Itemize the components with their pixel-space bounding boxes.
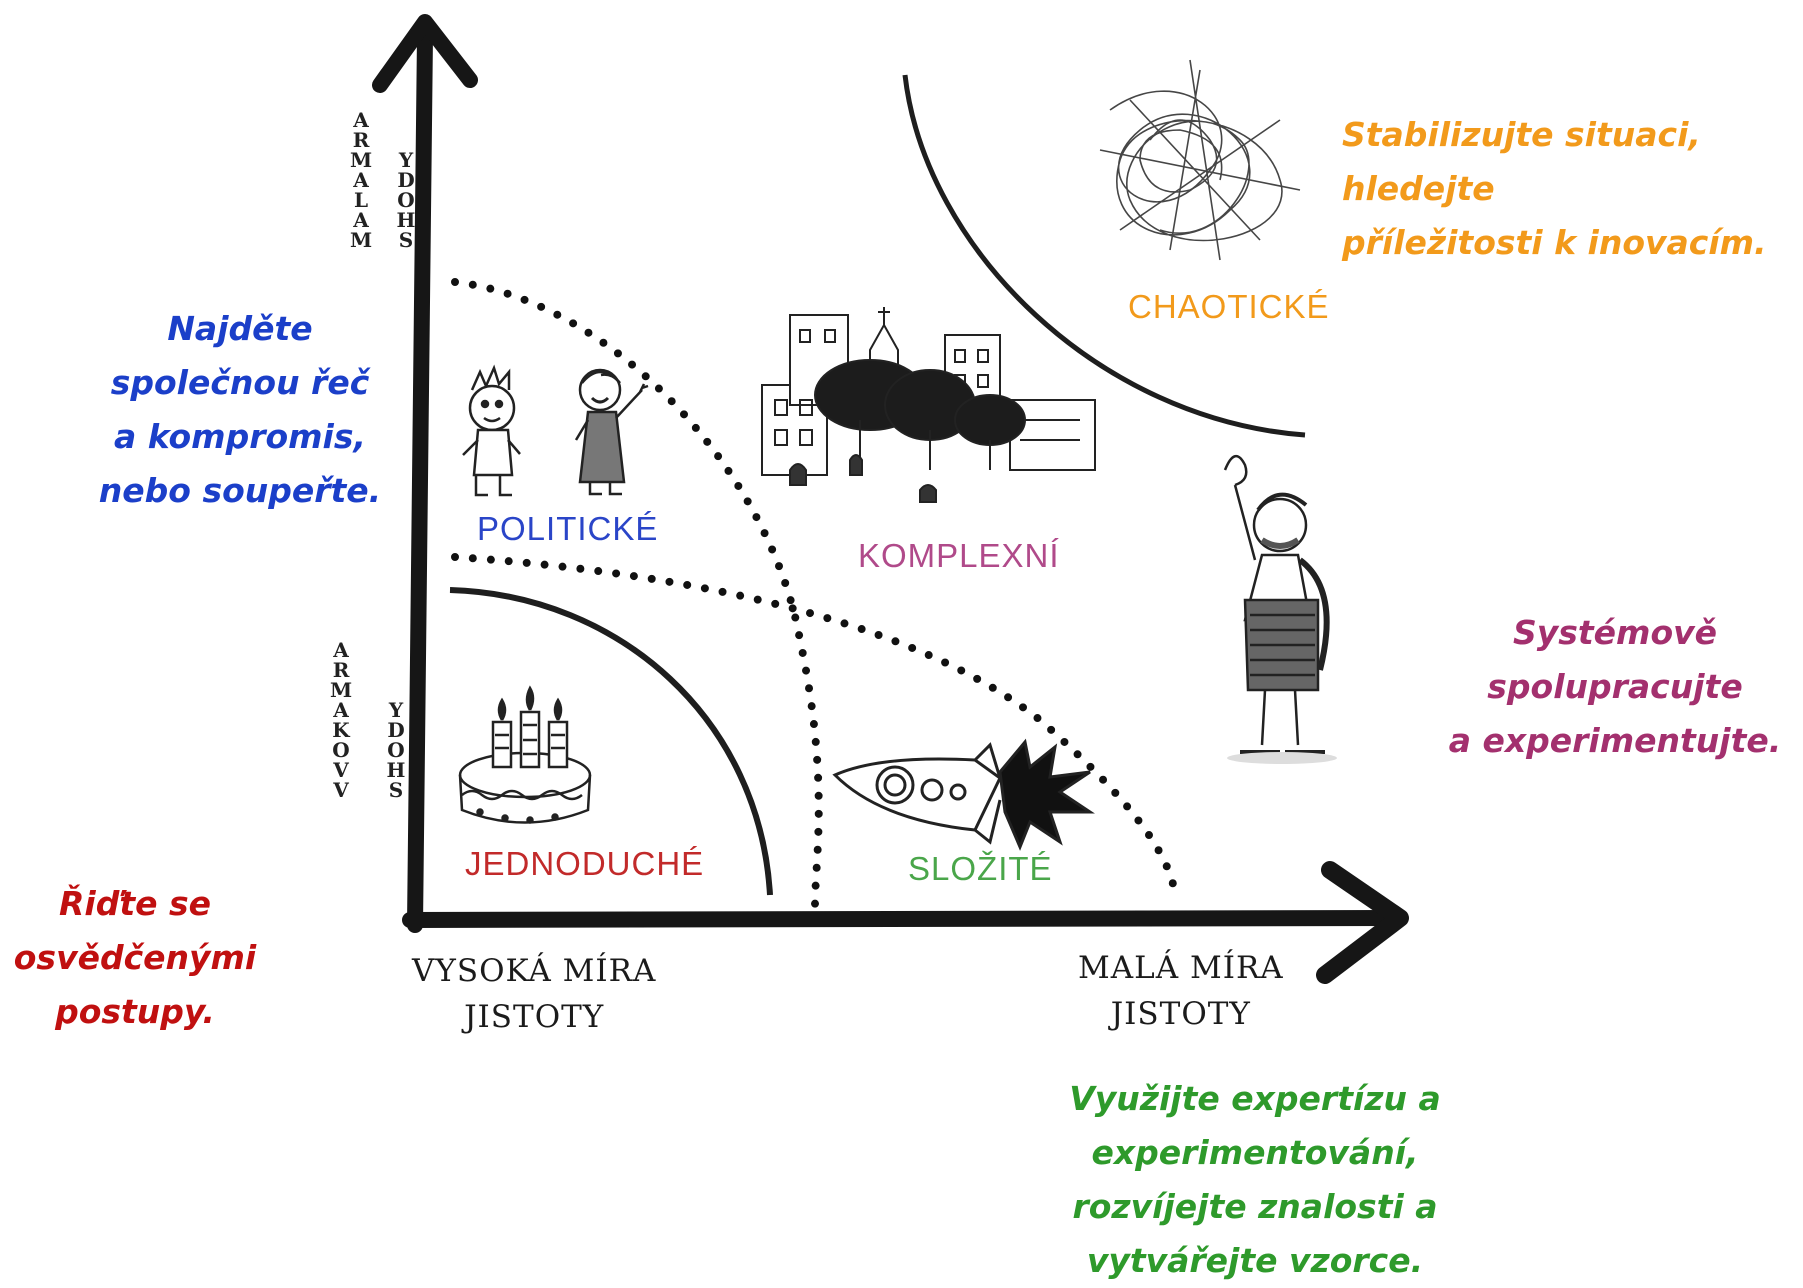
zone-label-simple: JEDNODUCHÉ [465,845,705,882]
y-axis-arrowhead [372,14,478,93]
y-axis-upper-left-label: ARMALAM [350,108,373,252]
advice-complicated: Využijte expertízu a experimentování, ro… [1069,1079,1441,1280]
advice-complex: Systémově spolupracujte a experimentujte… [1448,613,1782,760]
axes [372,14,1409,984]
arguing-children-icon [462,364,649,497]
y-axis-lower-right-label: YDOHS [386,698,406,802]
x-axis-arrowhead [1316,861,1409,984]
y-axis-lower-left-label: ARMAKOVV [330,638,353,802]
rocket-icon [832,738,1095,851]
advice-simple: Řiďte se osvědčenými postupy. [13,884,257,1031]
y-axis-line [407,27,433,933]
zone-label-complex: KOMPLEXNÍ [858,537,1060,574]
complicated-dotted-boundary [451,553,1179,899]
waving-person-icon [1223,455,1337,764]
zone-label-political: POLITICKÉ [477,510,659,547]
chaos-zone-boundary [902,74,1306,438]
zone-label-complicated: SLOŽITÉ [908,850,1053,887]
y-axis-upper-right-label: YDOHS [396,148,416,252]
chaos-scribble-icon [1099,59,1301,261]
town-square-icon [761,307,1096,503]
x-axis-right-label: MALÁ MÍRA JISTOTY [1078,950,1284,1032]
x-axis-line [402,910,1403,928]
advice-chaotic: Stabilizujte situaci, hledejte příležito… [1342,115,1767,262]
zone-label-chaotic: CHAOTICKÉ [1128,288,1330,325]
advice-political: Najděte společnou řeč a kompromis, nebo … [98,309,382,510]
x-axis-left-label: VYSOKÁ MÍRA JISTOTY [412,953,657,1035]
simple-zone-boundary [449,587,773,896]
birthday-cake-icon [458,685,592,824]
